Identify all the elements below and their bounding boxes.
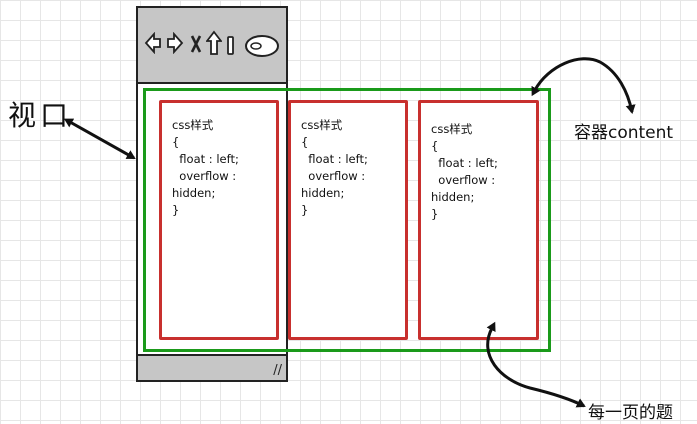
page-box-2: css样式 { float : left; overflow : hidden;… [288,100,408,340]
up-arrow-icon [206,30,222,55]
container-content-box [143,88,551,352]
browser-statusbar: // [138,354,286,380]
page-code-1: css样式 { float : left; overflow : hidden;… [172,118,239,217]
browser-toolbar [138,8,286,84]
container-arrow [531,57,636,114]
container-label: 容器content [574,123,674,143]
page-code-2: css样式 { float : left; overflow : hidden;… [301,118,368,217]
page-code-3: css样式 { float : left; overflow : hidden;… [431,122,498,221]
close-x-icon [190,35,202,53]
bar-icon [227,36,234,55]
forward-arrow-icon [167,32,184,54]
page-box-3: css样式 { float : left; overflow : hidden;… [418,100,539,340]
back-arrow-icon [144,32,161,54]
page-box-1: css样式 { float : left; overflow : hidden;… [159,100,279,340]
each-page-label: 每一页的题 [588,403,673,423]
pill-icon [245,35,279,57]
viewport-label: 视口 [8,99,73,132]
viewport-arrow [63,118,136,160]
resize-grip-icon: // [273,363,282,378]
each-page-arrow [486,321,586,408]
